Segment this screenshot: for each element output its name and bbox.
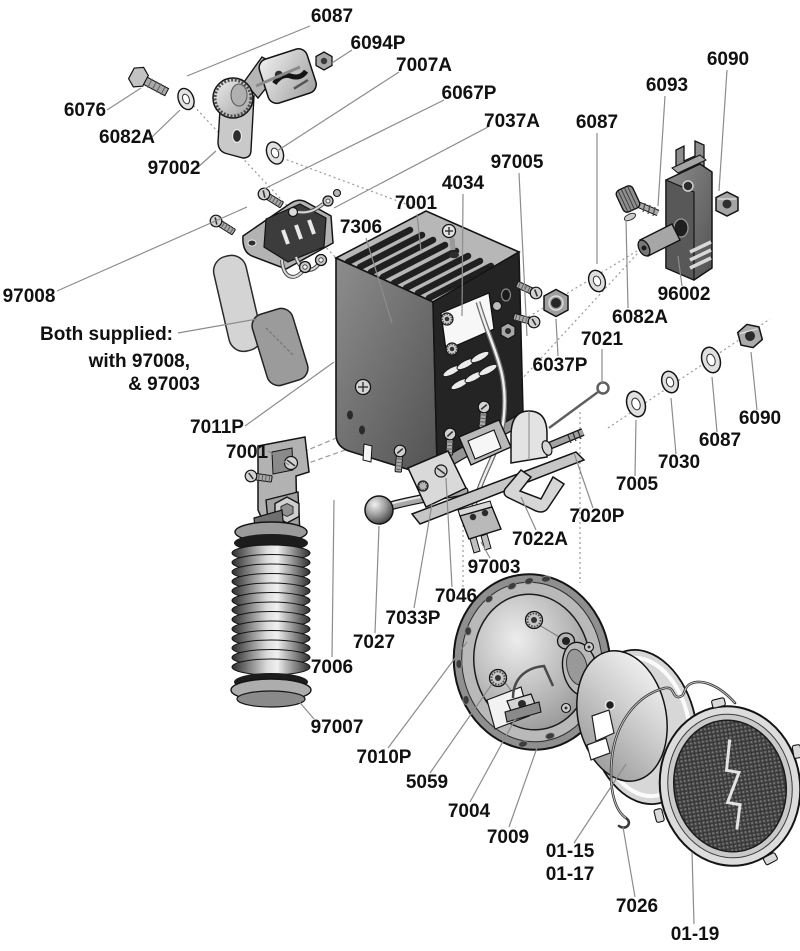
part-thumbscrew-6093 (615, 185, 660, 222)
part-gasket-dark (251, 307, 309, 387)
part-pivot-bracket-96002 (637, 139, 713, 281)
part-label-7006: 7006 (311, 657, 353, 678)
part-label-7021: 7021 (581, 329, 624, 350)
leader-lines (56, 25, 758, 925)
part-label-97008: 97008 (3, 286, 56, 307)
part-nut-6090-top (715, 191, 739, 217)
note-line-3: & 97003 (128, 374, 200, 395)
part-label-6094p: 6094P (351, 33, 406, 54)
supplied-note: Both supplied: with 97008, & 97003 (40, 324, 200, 395)
part-washer-6087-chain (700, 346, 722, 374)
part-label-7046: 7046 (435, 586, 477, 607)
part-label-7001-top: 7001 (395, 193, 438, 214)
part-contact-set-97008 (242, 188, 342, 279)
part-clamp-bolt (127, 66, 170, 97)
part-label-7030: 7030 (658, 452, 700, 473)
part-washer-6082a (177, 87, 195, 111)
part-label-7022a: 7022A (512, 529, 568, 550)
part-label-7007a: 7007A (396, 55, 452, 76)
part-label-01-17: 01-17 (546, 864, 595, 885)
part-label-6090-top: 6090 (707, 49, 749, 70)
note-line-2: with 97008, (88, 351, 190, 372)
part-label-7011p: 7011P (190, 417, 244, 438)
part-label-6076: 6076 (64, 100, 106, 121)
part-label-7020p: 7020P (570, 506, 625, 527)
part-label-6067p: 6067P (442, 83, 497, 104)
part-swivel-bracket-97002 (212, 48, 317, 159)
part-label-97003: 97003 (468, 557, 521, 578)
part-nut-6094p (315, 51, 333, 71)
part-nut-6037p (543, 288, 569, 318)
part-label-6093: 6093 (646, 75, 688, 96)
part-label-96002: 96002 (658, 284, 711, 305)
part-label-7004: 7004 (448, 801, 491, 822)
part-label-7033p: 7033P (386, 608, 441, 629)
part-label-4034: 4034 (442, 173, 485, 194)
part-washer-7030 (660, 370, 680, 394)
part-washer-7005 (625, 390, 647, 418)
part-label-5059: 5059 (406, 772, 448, 793)
part-label-7037a: 7037A (484, 111, 540, 132)
part-label-6037p: 6037P (533, 355, 588, 376)
part-label-6087-chain: 6087 (699, 430, 741, 451)
part-pin-7021 (548, 381, 610, 430)
part-label-97005: 97005 (491, 152, 544, 173)
part-label-01-19: 01-19 (671, 924, 720, 945)
note-line-1: Both supplied: (40, 324, 173, 345)
part-washer-6087-top (265, 141, 285, 165)
part-label-97002: 97002 (148, 158, 201, 179)
part-label-7026: 7026 (616, 896, 658, 917)
part-connector-97003 (457, 500, 502, 554)
part-label-6087-top: 6087 (311, 6, 353, 27)
part-bellows-97007 (230, 521, 312, 708)
part-label-7027: 7027 (353, 632, 395, 653)
part-clip-7022a (503, 468, 566, 513)
part-label-7009: 7009 (487, 827, 529, 848)
part-washer-6087-right (587, 269, 607, 293)
part-label-6082a-mid: 6082A (612, 307, 668, 328)
part-reflector (560, 641, 699, 805)
part-label-6090-chain: 6090 (739, 408, 781, 429)
part-shell (452, 573, 612, 751)
part-housing (334, 210, 524, 511)
part-label-6087-right: 6087 (576, 112, 618, 133)
part-label-6082a-left: 6082A (99, 127, 155, 148)
part-lens (653, 697, 800, 867)
part-slide-7020p (406, 410, 586, 525)
part-nut-6090-chain (736, 323, 764, 349)
part-label-7306: 7306 (340, 217, 382, 238)
part-labels: 6087 6094P 7007A 6067P 7037A 97005 4034 … (3, 6, 782, 945)
part-label-97007: 97007 (311, 717, 364, 738)
part-gasket-light (212, 254, 263, 353)
part-label-01-15: 01-15 (546, 841, 595, 862)
part-label-7005: 7005 (616, 474, 659, 495)
part-wire-7026 (609, 680, 737, 829)
part-label-7010p: 7010P (357, 747, 412, 768)
part-label-7001-mid: 7001 (226, 442, 269, 463)
